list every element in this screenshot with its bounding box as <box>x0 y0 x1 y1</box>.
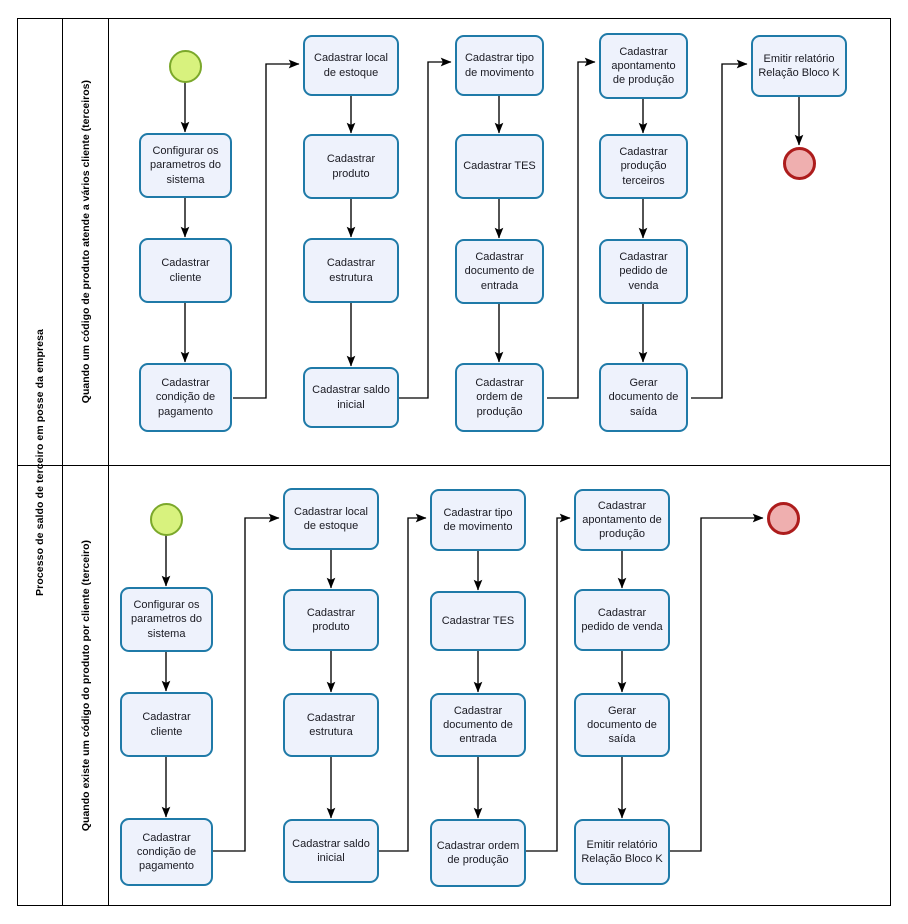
task-label: Cadastrar pedido de venda <box>619 251 668 292</box>
lane1-task-cadastrar-local-estoque[interactable]: Cadastrar local de estoque <box>303 35 399 96</box>
lane2-task-configurar-parametros[interactable]: Configurar os parametros do sistema <box>120 587 213 652</box>
lane1-task-cadastrar-producao-terceiros[interactable]: Cadastrar produção terceiros <box>599 134 688 199</box>
lane1-task-cadastrar-tes[interactable]: Cadastrar TES <box>455 134 544 199</box>
lane1-start-event[interactable] <box>169 50 202 83</box>
lane2-task-cadastrar-apontamento-producao[interactable]: Cadastrar apontamento de produção <box>574 489 670 551</box>
task-label: Cadastrar cliente <box>161 257 210 284</box>
task-label: Cadastrar apontamento de produção <box>582 499 662 541</box>
lane2-task-cadastrar-tipo-movimento[interactable]: Cadastrar tipo de movimento <box>430 489 526 551</box>
lane-title-1-label: Quando um código de produto atende a vár… <box>79 79 92 404</box>
lane1-task-gerar-documento-saida[interactable]: Gerar documento de saída <box>599 363 688 432</box>
task-label: Configurar os parametros do sistema <box>150 145 221 186</box>
lane2-task-cadastrar-condicao-pagamento[interactable]: Cadastrar condição de pagamento <box>120 818 213 886</box>
task-label: Cadastrar local de estoque <box>294 505 368 532</box>
lane-title-1: Quando um código de produto atende a vár… <box>63 18 109 465</box>
lane1-task-cadastrar-condicao-pagamento[interactable]: Cadastrar condição de pagamento <box>139 363 232 432</box>
task-label: Cadastrar produto <box>306 606 356 633</box>
task-label: Configurar os parametros do sistema <box>131 599 202 640</box>
lane1-task-cadastrar-cliente[interactable]: Cadastrar cliente <box>139 238 232 303</box>
lane2-task-cadastrar-cliente[interactable]: Cadastrar cliente <box>120 692 213 757</box>
lane2-task-cadastrar-ordem-producao[interactable]: Cadastrar ordem de produção <box>430 819 526 887</box>
lane2-task-cadastrar-pedido-venda[interactable]: Cadastrar pedido de venda <box>574 589 670 651</box>
lane2-task-cadastrar-local-estoque[interactable]: Cadastrar local de estoque <box>283 488 379 550</box>
lane2-end-event[interactable] <box>767 502 800 535</box>
task-label: Cadastrar local de estoque <box>314 52 388 79</box>
lane1-task-cadastrar-ordem-producao[interactable]: Cadastrar ordem de produção <box>455 363 544 432</box>
lane2-start-event[interactable] <box>150 503 183 536</box>
task-label: Cadastrar pedido de venda <box>581 606 663 633</box>
task-label: Cadastrar documento de entrada <box>443 704 513 746</box>
task-label: Cadastrar TES <box>463 160 536 173</box>
lane1-task-cadastrar-pedido-venda[interactable]: Cadastrar pedido de venda <box>599 239 688 304</box>
lane1-task-cadastrar-documento-entrada[interactable]: Cadastrar documento de entrada <box>455 239 544 304</box>
lane2-task-cadastrar-documento-entrada[interactable]: Cadastrar documento de entrada <box>430 693 526 757</box>
task-label: Cadastrar documento de entrada <box>464 251 535 292</box>
pool-title-label: Processo de saldo de terceiro em posse d… <box>33 328 46 596</box>
task-label: Cadastrar produção terceiros <box>619 146 668 187</box>
task-label: Cadastrar cliente <box>142 711 191 738</box>
task-label: Cadastrar condição de pagamento <box>155 377 216 418</box>
lane1-task-cadastrar-estrutura[interactable]: Cadastrar estrutura <box>303 238 399 303</box>
task-label: Cadastrar estrutura <box>326 257 376 284</box>
lane2-task-cadastrar-estrutura[interactable]: Cadastrar estrutura <box>283 693 379 757</box>
pool-title: Processo de saldo de terceiro em posse d… <box>17 18 63 906</box>
lane1-task-cadastrar-produto[interactable]: Cadastrar produto <box>303 134 399 199</box>
lane1-task-cadastrar-saldo-inicial[interactable]: Cadastrar saldo inicial <box>303 367 399 428</box>
task-label: Cadastrar ordem de produção <box>475 377 524 418</box>
task-label: Emitir relatório Relação Bloco K <box>581 838 663 865</box>
lane-divider <box>17 465 891 466</box>
lane1-task-configurar-parametros[interactable]: Configurar os parametros do sistema <box>139 133 232 198</box>
task-label: Emitir relatório Relação Bloco K <box>758 52 840 79</box>
task-label: Cadastrar tipo de movimento <box>443 506 513 533</box>
task-label: Cadastrar condição de pagamento <box>136 831 197 873</box>
task-label: Cadastrar apontamento de produção <box>611 45 676 87</box>
lane2-task-gerar-documento-saida[interactable]: Gerar documento de saída <box>574 693 670 757</box>
lane1-task-emitir-relatorio-bloco-k[interactable]: Emitir relatório Relação Bloco K <box>751 35 847 97</box>
lane-title-2-label: Quando existe um código do produto por c… <box>79 539 92 832</box>
lane1-end-event[interactable] <box>783 147 816 180</box>
task-label: Gerar documento de saída <box>587 704 657 746</box>
lane-title-2: Quando existe um código do produto por c… <box>63 465 109 906</box>
lane1-task-cadastrar-apontamento-producao[interactable]: Cadastrar apontamento de produção <box>599 33 688 99</box>
lane2-task-emitir-relatorio-bloco-k[interactable]: Emitir relatório Relação Bloco K <box>574 819 670 885</box>
lane2-task-cadastrar-tes[interactable]: Cadastrar TES <box>430 591 526 651</box>
task-label: Gerar documento de saída <box>608 377 679 418</box>
task-label: Cadastrar saldo inicial <box>292 837 370 864</box>
task-label: Cadastrar produto <box>326 153 376 180</box>
lane2-task-cadastrar-saldo-inicial[interactable]: Cadastrar saldo inicial <box>283 819 379 883</box>
lane2-task-cadastrar-produto[interactable]: Cadastrar produto <box>283 589 379 651</box>
task-label: Cadastrar ordem de produção <box>436 839 520 866</box>
task-label: Cadastrar saldo inicial <box>312 384 390 411</box>
task-label: Cadastrar TES <box>441 614 515 627</box>
task-label: Cadastrar estrutura <box>306 711 356 738</box>
task-label: Cadastrar tipo de movimento <box>464 52 535 79</box>
lane1-task-cadastrar-tipo-movimento[interactable]: Cadastrar tipo de movimento <box>455 35 544 96</box>
